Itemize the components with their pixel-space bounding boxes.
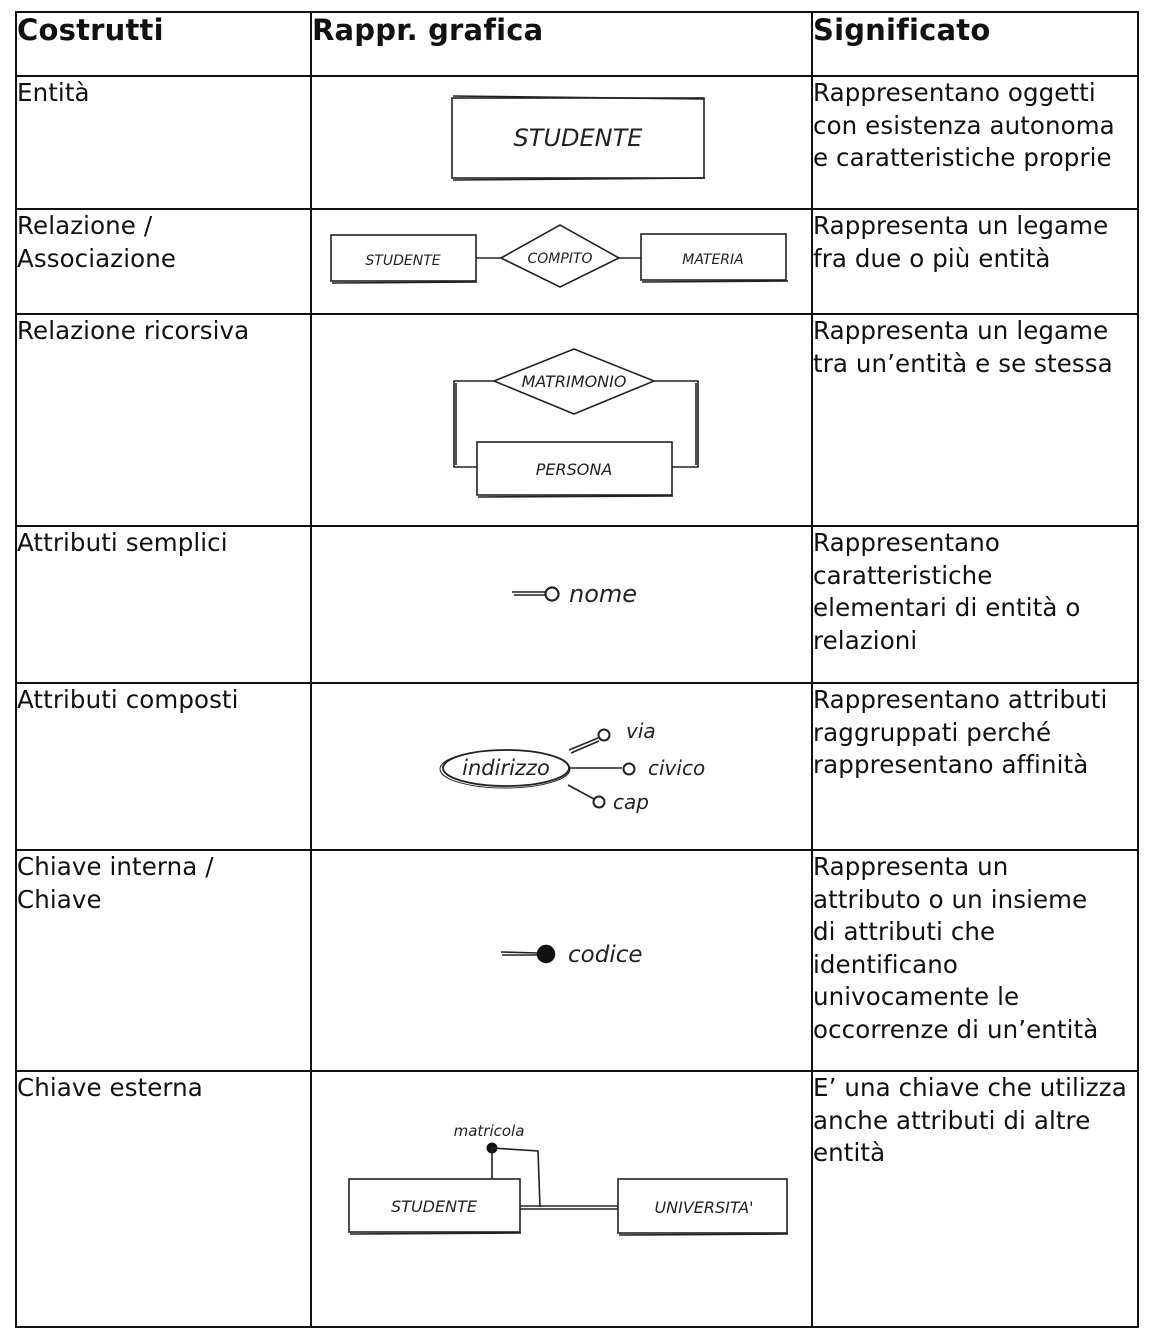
construct-cell: Attributi semplici: [15, 525, 312, 684]
attribute-label: cap: [613, 790, 649, 814]
meaning-line: occorrenze di un’entità: [813, 1014, 1099, 1044]
key-dot: [536, 944, 556, 964]
attribute-circle: [622, 762, 636, 776]
figure-cell: STUDENTE: [310, 75, 813, 210]
entity-label: STUDENTE: [514, 124, 644, 152]
meaning-line: identificano: [813, 949, 959, 979]
figure-cell: MATRIMONIO PERSONA: [310, 313, 813, 527]
meaning-line: Rappresenta un legame: [813, 316, 1109, 345]
entity-box: [640, 233, 787, 281]
composite-label: indirizzo: [462, 756, 550, 780]
construct-cell: Relazione / Associazione: [15, 208, 312, 315]
meaning-cell: E’ una chiave che utilizza anche attribu…: [811, 1070, 1139, 1328]
meaning-line: con esistenza autonoma: [813, 110, 1115, 140]
construct-label: Chiave esterna: [17, 1073, 203, 1102]
simple-attribute-figure: nome: [512, 580, 637, 608]
meaning-line: tra un’entità e se stessa: [813, 348, 1113, 378]
construct-cell: Entità: [15, 75, 312, 210]
relation-label: MATRIMONIO: [522, 372, 627, 391]
recursive-relation-figure: MATRIMONIO PERSONA: [453, 348, 699, 498]
construct-cell: Attributi composti: [15, 682, 312, 851]
construct-label: Entità: [17, 78, 90, 107]
figure-cell: matricola STUDENTE UNIVERSITA': [310, 1070, 813, 1328]
attribute-label: nome: [569, 580, 637, 608]
header-construct: Costrutti: [15, 11, 312, 77]
entity-label: STUDENTE: [391, 1197, 478, 1216]
meaning-line: attributo o un insieme: [813, 884, 1088, 914]
attribute-circle: [597, 728, 611, 742]
meaning-line: univocamente le: [813, 982, 1020, 1011]
meaning-line: Rappresentano attributi: [813, 685, 1108, 714]
table-row: Relazione ricorsiva MATRIMONIO PERSONA R…: [15, 313, 1139, 527]
attribute-circle: [544, 586, 560, 602]
entity-box: [617, 1178, 788, 1234]
meaning-line: di attributi che: [813, 917, 996, 946]
table-row: Entità STUDENTE Rappresentano oggetti co…: [15, 75, 1139, 210]
construct-cell: Chiave esterna: [15, 1070, 312, 1328]
meaning-line: caratteristiche: [813, 560, 993, 590]
meaning-line: elementari di entità o: [813, 593, 1081, 622]
external-key-figure: matricola STUDENTE UNIVERSITA': [348, 1122, 789, 1236]
er-constructs-table: Costrutti Rappr. grafica Significato Ent…: [15, 11, 1139, 1328]
meaning-line: Rappresentano: [813, 528, 1001, 557]
figure-cell: nome: [310, 525, 813, 684]
entity-label: PERSONA: [536, 460, 613, 479]
entity-box: [476, 441, 673, 496]
entity-label: STUDENTE: [365, 253, 440, 269]
construct-label: Chiave interna /: [17, 852, 214, 881]
meaning-line: rappresentano affinità: [813, 750, 1089, 779]
figure-cell: codice: [310, 849, 813, 1072]
meaning-cell: Rappresenta un attributo o un insieme di…: [811, 849, 1139, 1072]
construct-label: Relazione ricorsiva: [17, 316, 250, 345]
construct-label: Attributi composti: [17, 685, 239, 714]
attribute-label: via: [626, 719, 656, 743]
meaning-cell: Rappresentano oggetti con esistenza auto…: [811, 75, 1139, 210]
meaning-cell: Rappresenta un legame tra un’entità e se…: [811, 313, 1139, 527]
construct-label: Attributi semplici: [17, 528, 228, 557]
construct-label: Relazione /: [17, 211, 153, 240]
internal-key-figure: codice: [500, 942, 643, 968]
composite-attribute-figure: indirizzo via civico cap: [439, 719, 705, 814]
meaning-line: relazioni: [813, 625, 918, 655]
meaning-cell: Rappresenta un legame fra due o più enti…: [811, 208, 1139, 315]
meaning-line: Rappresenta un: [813, 852, 1009, 881]
meaning-line: entità: [813, 1138, 886, 1167]
key-label: matricola: [454, 1122, 525, 1140]
attribute-label: civico: [648, 756, 705, 780]
meaning-line: fra due o più entità: [813, 243, 1051, 273]
table-row: Attributi composti indirizzo via civico …: [15, 682, 1139, 851]
construct-cell: Chiave interna / Chiave: [15, 849, 312, 1072]
meaning-cell: Rappresentano attributi raggruppati perc…: [811, 682, 1139, 851]
attribute-circle: [592, 795, 606, 809]
construct-label: Chiave: [17, 884, 102, 914]
figure-cell: STUDENTE COMPITO MATERIA: [310, 208, 813, 315]
table-row: Attributi semplici nome Rappresentano ca…: [15, 525, 1139, 684]
header-graphic: Rappr. grafica: [310, 11, 813, 77]
meaning-cell: Rappresentano caratteristiche elementari…: [811, 525, 1139, 684]
table-row: Chiave interna / Chiave codice Rappresen…: [15, 849, 1139, 1072]
entity-label: UNIVERSITA': [654, 1198, 753, 1217]
meaning-line: raggruppati perché: [813, 717, 1052, 747]
construct-label: Associazione: [17, 243, 177, 273]
table-row: Relazione / Associazione STUDENTE COMPIT…: [15, 208, 1139, 315]
meaning-line: e caratteristiche proprie: [813, 143, 1112, 172]
meaning-line: anche attributi di altre: [813, 1105, 1091, 1135]
relation-figure: STUDENTE COMPITO MATERIA: [330, 224, 789, 288]
entity-label: MATERIA: [682, 252, 743, 268]
meaning-line: Rappresentano oggetti: [813, 78, 1096, 107]
meaning-line: Rappresenta un legame: [813, 211, 1109, 240]
table-header-row: Costrutti Rappr. grafica Significato: [15, 11, 1139, 77]
construct-cell: Relazione ricorsiva: [15, 313, 312, 527]
relation-label: COMPITO: [527, 251, 592, 267]
entity-figure: STUDENTE: [451, 95, 706, 181]
figure-cell: indirizzo via civico cap: [310, 682, 813, 851]
table-row: Chiave esterna matricola STUDENTE UNIVER…: [15, 1070, 1139, 1328]
meaning-line: E’ una chiave che utilizza: [813, 1073, 1127, 1102]
key-label: codice: [568, 942, 643, 968]
header-meaning: Significato: [811, 11, 1139, 77]
